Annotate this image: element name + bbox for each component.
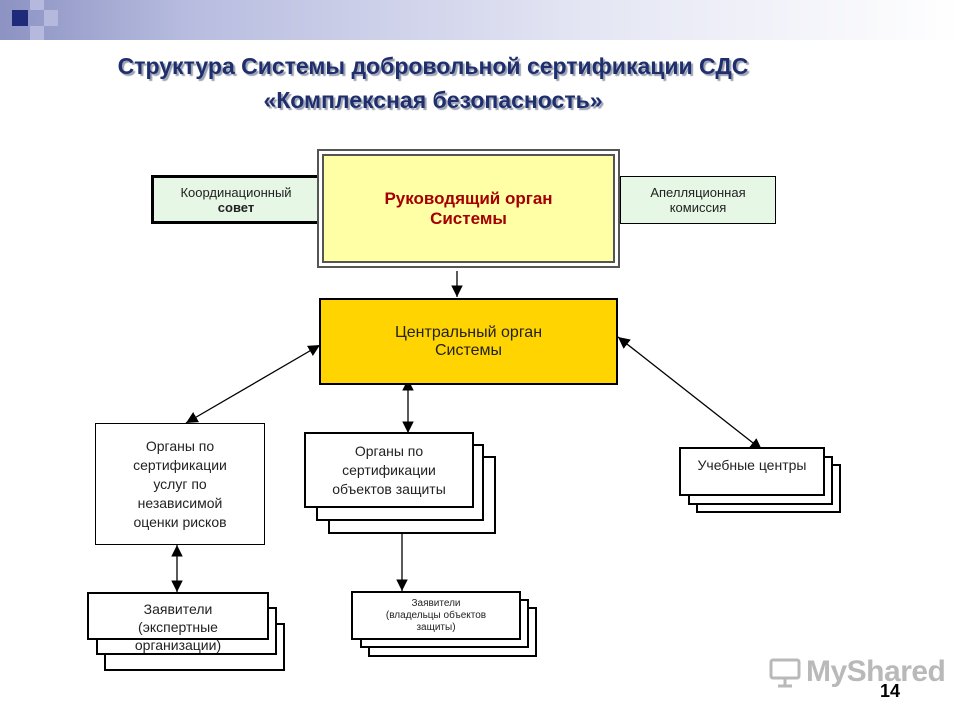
slide-title-line1: Структура Системы добровольной сертифика… — [117, 53, 749, 79]
risk-cert-bodies-label: услуг по — [153, 475, 207, 492]
central-org-label: Системы — [434, 341, 503, 359]
training-centers-box: Учебные центры — [679, 447, 825, 496]
connector-central-to-risk-bodies — [185, 344, 321, 424]
training-centers-label: Учебные центры — [697, 457, 807, 473]
applicants-expert-box: Заявители (экспертные организации) — [87, 592, 269, 653]
applicants-owners-label: защиты) — [416, 621, 456, 633]
risk-cert-bodies-box: Органы по сертификации услуг по независи… — [95, 423, 265, 545]
central-org-label: Центральный орган — [394, 323, 543, 341]
slide-title-line2: «Комплексная безопасность» — [263, 87, 603, 113]
applicants-owners-label: (владельцы объектов — [385, 609, 487, 621]
applicants-owners-box: Заявители (владельцы объектов защиты) — [351, 591, 521, 640]
object-cert-bodies-label: сертификации — [342, 461, 436, 478]
watermark-text: MyShared — [806, 655, 946, 688]
head-org-label: Системы — [430, 208, 507, 228]
page-number: 14 — [880, 681, 901, 701]
head-org-label: Руководящий орган — [384, 188, 553, 208]
object-cert-bodies-box: Органы по сертификации объектов защиты — [304, 432, 474, 508]
applicants-expert-label: Заявители — [143, 601, 213, 617]
decor-square-light — [30, 0, 44, 10]
head-org-inner: Руководящий орган Системы — [322, 154, 615, 263]
appeal-commission-box: Апелляционная комиссия — [620, 176, 776, 224]
applicants-expert-label: (экспертные — [138, 619, 218, 635]
coord-council-label: Координационный — [180, 184, 292, 200]
risk-cert-bodies-label: оценки рисков — [133, 513, 227, 530]
risk-cert-bodies-label: сертификации — [133, 456, 227, 473]
coord-council-label: совет — [217, 199, 255, 215]
object-cert-bodies-label: объектов защиты — [332, 480, 446, 497]
decor-square-light — [44, 10, 58, 26]
object-cert-bodies-label: Органы по — [354, 442, 424, 459]
applicants-owners-label: Заявители — [411, 597, 461, 609]
connector-central-to-training — [617, 336, 763, 451]
risk-cert-bodies-label: Органы по — [145, 437, 215, 454]
head-org-box: Руководящий орган Системы — [317, 149, 620, 268]
presentation-icon — [769, 658, 801, 688]
top-decor-bar — [0, 0, 960, 40]
decor-square-dark — [12, 10, 28, 26]
central-org-box: Центральный орган Системы — [319, 298, 618, 385]
appeal-commission-label: комиссия — [669, 200, 727, 215]
decor-square-light — [30, 26, 44, 40]
appeal-commission-label: Апелляционная — [650, 185, 746, 200]
watermark: MyShared — [768, 655, 946, 689]
applicants-expert-label: организации) — [134, 637, 222, 653]
risk-cert-bodies-label: независимой — [137, 494, 223, 511]
coord-council-box: Координационный совет — [151, 175, 321, 224]
